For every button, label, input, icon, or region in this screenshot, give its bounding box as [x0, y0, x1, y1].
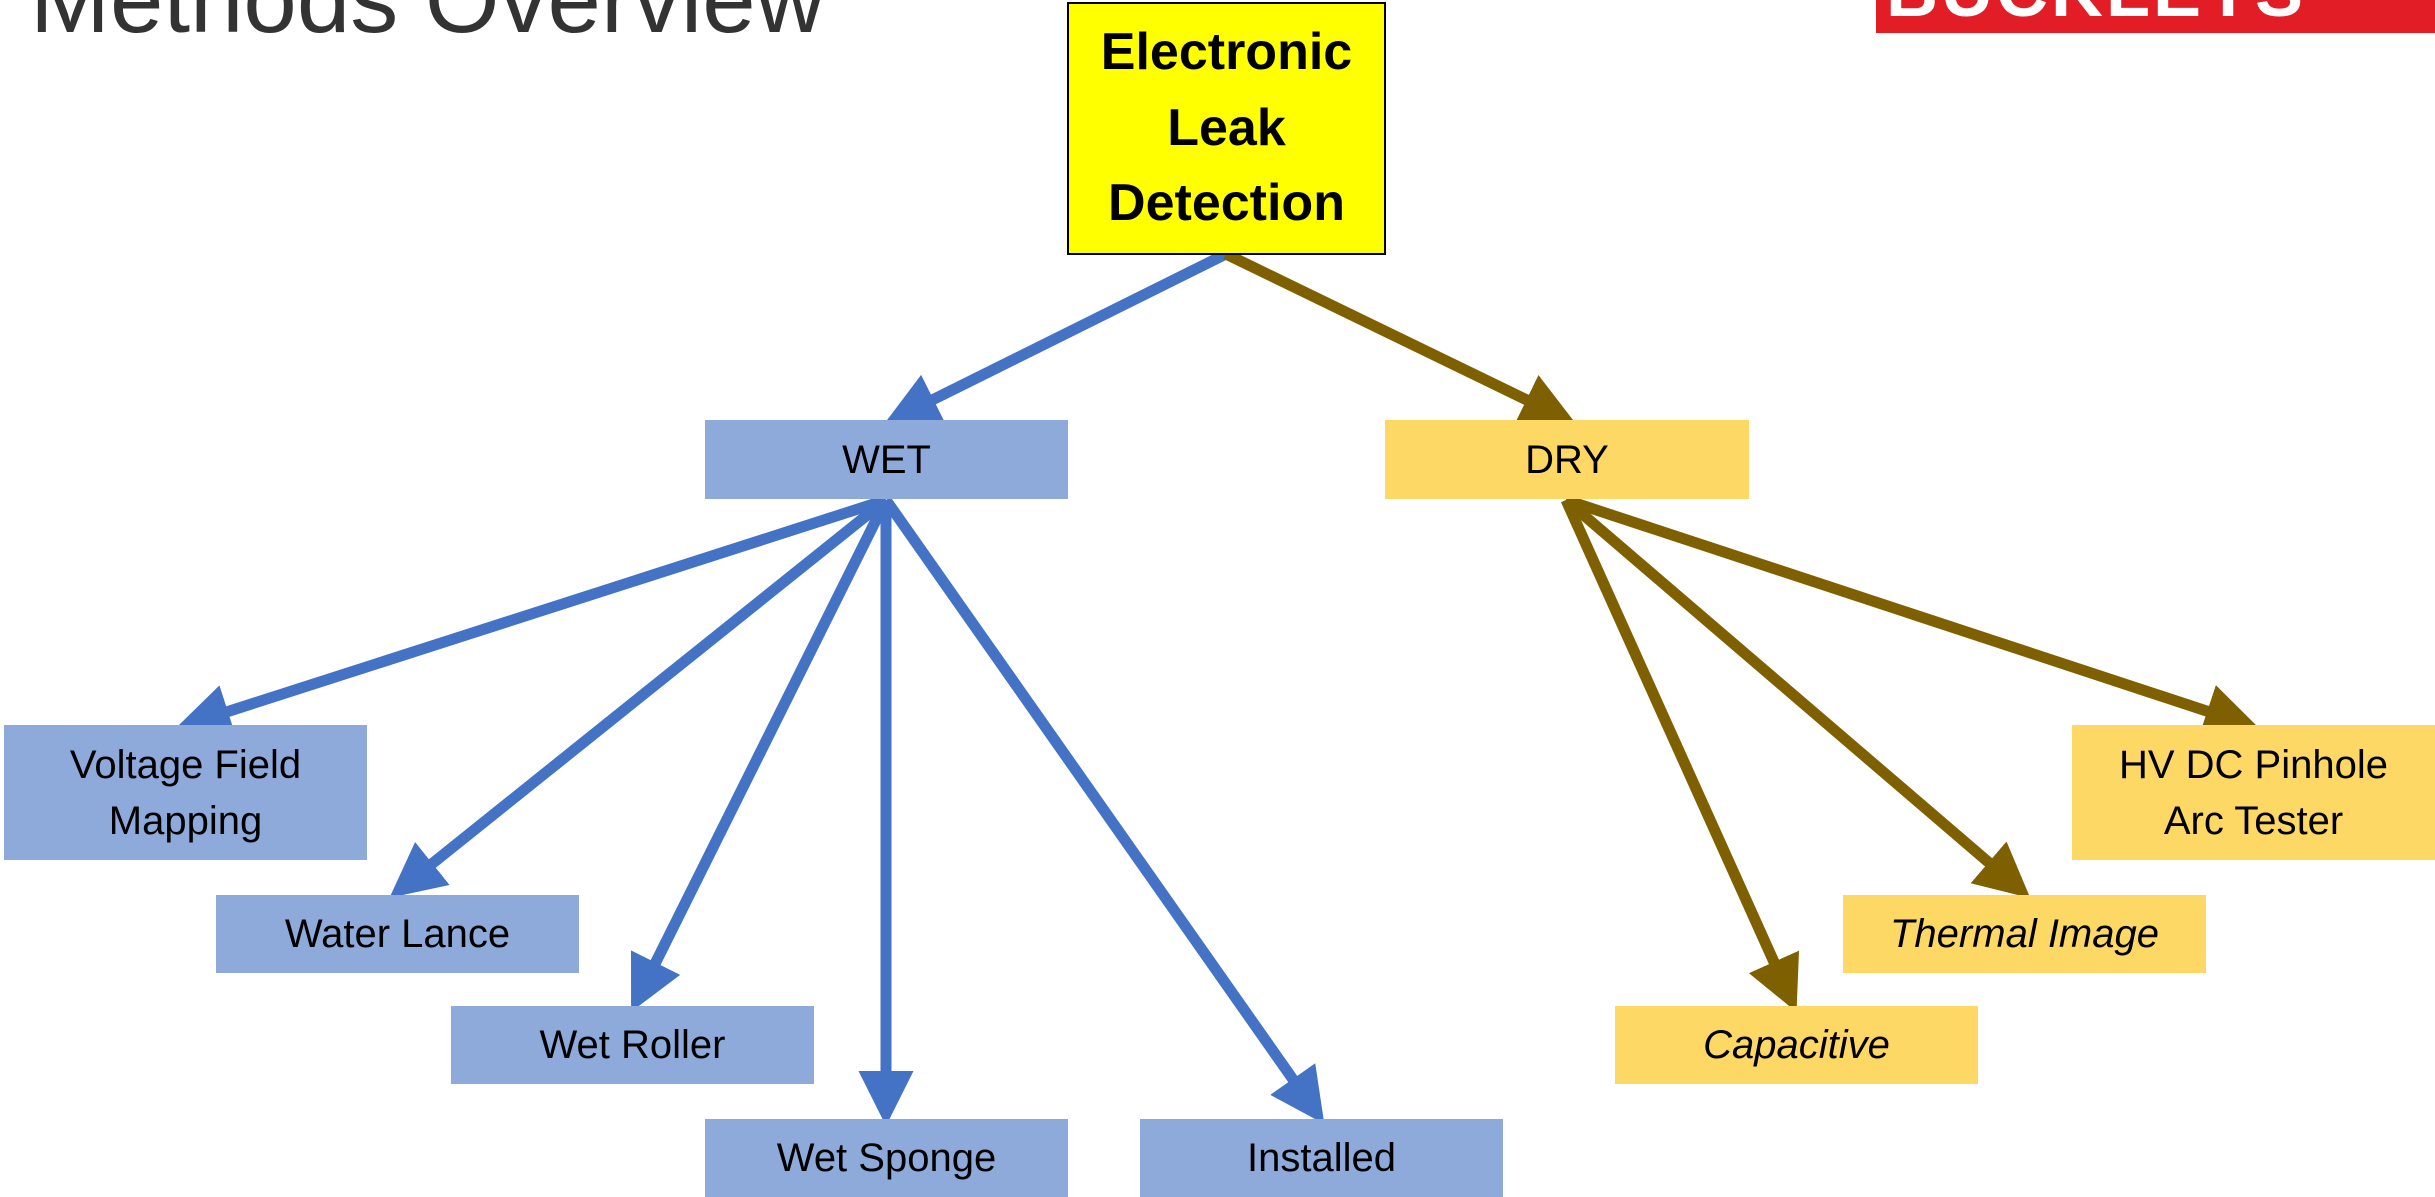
logo-text: BUCKLEYS — [1886, 0, 2306, 28]
arrow-dry-to-thermal-image — [1562, 495, 2031, 899]
thermal-image-label: Thermal Image — [1890, 912, 2159, 956]
root-node: Electronic Leak Detection — [1067, 2, 1386, 255]
dry-label: DRY — [1525, 437, 1609, 482]
dry-node: DRY — [1385, 420, 1749, 499]
voltage-field-mapping-label: Voltage Field Mapping — [69, 742, 302, 843]
root-label: Electronic Leak Detection — [1100, 23, 1353, 233]
hv-dc-pinhole-arc-tester-node: HV DC Pinhole Arc Tester — [2072, 725, 2435, 860]
arrow-dry-to-capacitive — [1560, 497, 1800, 1013]
page-title: Methods Overview — [30, 0, 825, 48]
arrow-wet-to-voltage-field-mapping — [175, 494, 888, 738]
brand-logo: BUCKLEYS — [1876, 0, 2435, 33]
capacitive-node: Capacitive — [1615, 1006, 1978, 1084]
wet-label: WET — [842, 437, 931, 482]
hv-dc-pinhole-arc-tester-label: HV DC Pinhole Arc Tester — [2118, 742, 2388, 843]
wet-sponge-label: Wet Sponge — [776, 1136, 997, 1180]
arrow-root-to-dry — [1223, 249, 1576, 425]
installed-label: Installed — [1247, 1136, 1396, 1180]
water-lance-node: Water Lance — [216, 895, 579, 973]
wet-sponge-node: Wet Sponge — [705, 1119, 1068, 1197]
arrow-wet-to-wet-roller — [630, 497, 891, 1012]
capacitive-label: Capacitive — [1703, 1023, 1890, 1067]
arrow-root-to-wet — [884, 249, 1229, 425]
thermal-image-node: Thermal Image — [1843, 895, 2206, 973]
installed-node: Installed — [1140, 1119, 1503, 1197]
wet-roller-node: Wet Roller — [451, 1006, 814, 1084]
wet-node: WET — [705, 420, 1068, 499]
wet-roller-label: Wet Roller — [539, 1023, 726, 1067]
water-lance-label: Water Lance — [284, 912, 511, 956]
voltage-field-mapping-node: Voltage Field Mapping — [4, 725, 367, 860]
arrow-wet-to-installed — [881, 496, 1325, 1125]
arrow-wet-to-water-lance — [389, 495, 890, 898]
arrow-dry-to-hv-dc-pinhole — [1564, 494, 2260, 738]
